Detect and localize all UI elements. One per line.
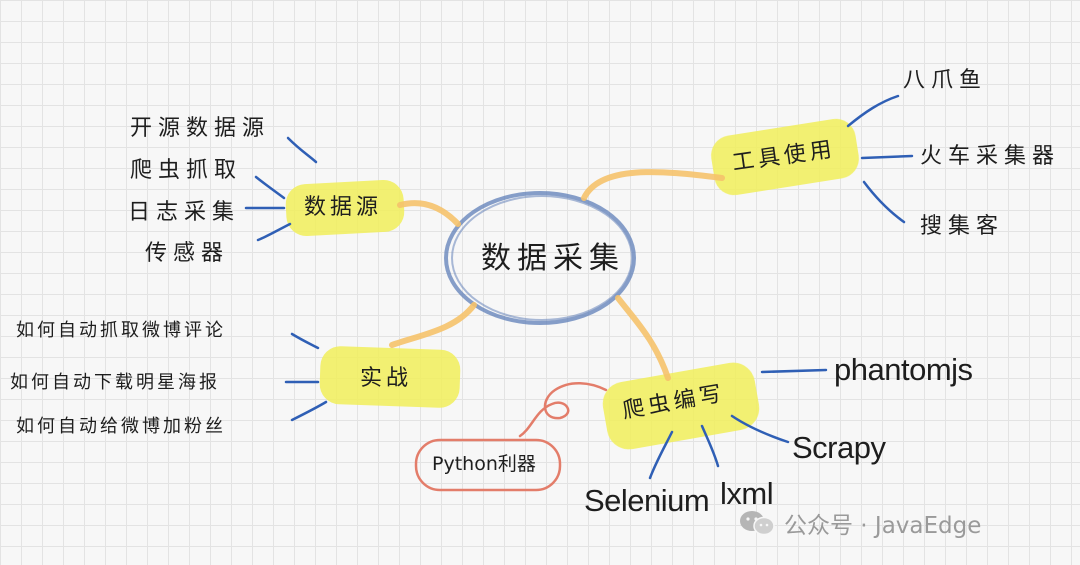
connector-tools — [581, 169, 725, 201]
center-outline — [444, 191, 636, 325]
leaf-line-source-1 — [286, 136, 318, 164]
leaf-line-practice-1 — [290, 332, 320, 350]
leaf-line-source-2 — [254, 175, 286, 200]
leaf-crawler-scrapy: Scrapy — [792, 430, 886, 465]
leaf-tool-2: 火车采集器 — [920, 144, 1061, 169]
connector-practice — [389, 302, 477, 348]
center-topic: 数据采集 — [481, 241, 625, 276]
highlight-practice — [319, 346, 461, 408]
leaf-tool-1: 八爪鱼 — [903, 68, 988, 93]
leaf-line-crawler-phantomjs — [760, 368, 828, 374]
note-python: Python利器 — [432, 453, 536, 475]
leaf-practice-3: 如何自动给微博加粉丝 — [16, 416, 226, 437]
leaf-crawler-selenium: Selenium — [584, 483, 710, 518]
leaf-source-2: 爬虫抓取 — [130, 158, 243, 183]
leaf-practice-1: 如何自动抓取微博评论 — [16, 320, 226, 341]
watermark-text: 公众号 · JavaEdge — [784, 513, 982, 539]
node-sources: 数据源 — [304, 195, 383, 220]
leaf-line-crawler-scrapy — [730, 414, 790, 444]
leaf-line-practice-3 — [290, 400, 328, 422]
leaf-line-tool-1 — [846, 94, 900, 128]
leaf-tool-3: 搜集客 — [920, 214, 1005, 239]
leaf-line-crawler-lxml — [700, 424, 720, 468]
note-bubble — [414, 438, 562, 492]
leaf-line-tool-2 — [860, 154, 914, 160]
leaf-line-tool-3 — [862, 180, 906, 224]
node-practice: 实战 — [360, 366, 413, 391]
highlight-tools — [711, 118, 859, 196]
connector-sources — [397, 200, 461, 227]
leaf-crawler-phantomjs: phantomjs — [834, 352, 973, 387]
leaf-crawler-lxml: lxml — [720, 476, 774, 511]
wechat-icon — [738, 509, 776, 537]
leaf-source-3: 日志采集 — [128, 200, 241, 225]
watermark: 公众号 · JavaEdge — [738, 506, 981, 540]
leaf-line-source-4 — [256, 222, 292, 242]
connector-crawler — [615, 295, 671, 381]
leaf-line-crawler-selenium — [648, 430, 674, 480]
leaf-source-1: 开源数据源 — [130, 116, 271, 141]
leaf-practice-2: 如何自动下载明星海报 — [10, 372, 220, 393]
highlight-crawler — [602, 362, 760, 450]
note-connector — [518, 382, 608, 438]
highlight-sources — [285, 179, 405, 237]
leaf-source-4: 传感器 — [145, 241, 230, 266]
